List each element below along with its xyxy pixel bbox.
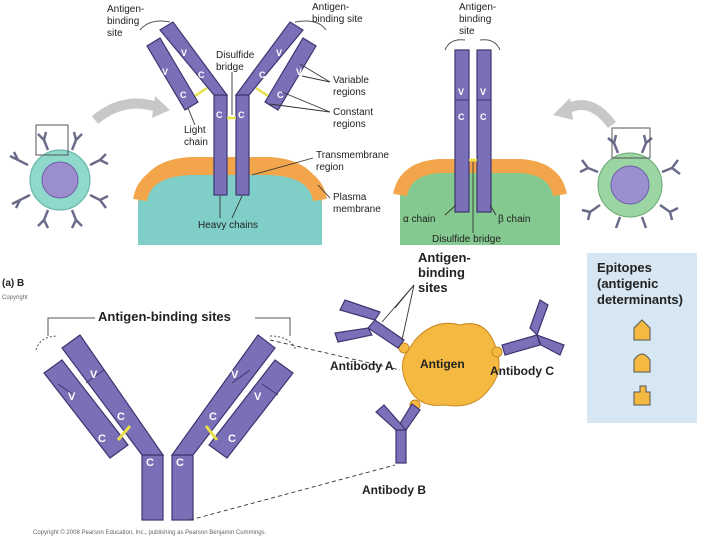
light-chain-left <box>146 37 199 111</box>
heavy-chains-label: Heavy chains <box>198 220 258 231</box>
t-cell-illustration <box>553 98 681 229</box>
beta-chain <box>476 49 492 213</box>
c-label: C <box>238 110 245 120</box>
antigen-antibody-figure: Antigen Antibody A Antibody C Antibody B… <box>330 250 565 497</box>
c-label: C <box>458 112 465 122</box>
antibody-structure-figure: V V C C V V C C C C Antigen-binding site… <box>35 308 401 521</box>
v-label: V <box>480 87 486 97</box>
c-label: C <box>180 90 187 100</box>
c-label: C <box>216 110 223 120</box>
plasma-membrane-label: Plasma membrane <box>333 192 381 215</box>
t-cell-receptor-figure: V V C C Antigen- binding site α chain β … <box>393 2 567 245</box>
c-label: C <box>198 70 205 80</box>
v-label: V <box>68 391 76 403</box>
heavy-chain-arm-right <box>170 334 276 456</box>
alpha-chain-label: α chain <box>403 214 435 225</box>
light-chain-left <box>43 359 129 459</box>
v-label: V <box>181 48 187 58</box>
v-label: V <box>296 67 302 77</box>
v-label: V <box>276 48 282 58</box>
v-label: V <box>231 369 239 381</box>
c-label: C <box>209 411 217 423</box>
antigen-binding-site-label: Antigen- binding site <box>107 4 147 39</box>
b-cell-receptor-figure: V V C C V V C C C C Antigen- binding sit… <box>107 2 392 245</box>
antibody-b <box>375 403 421 464</box>
epitopes-title: Epitopes (antigenic determinants) <box>597 260 683 307</box>
c-label: C <box>259 70 266 80</box>
b-cell-cytoplasm <box>138 165 322 245</box>
variable-regions-label: Variable regions <box>333 75 372 98</box>
alpha-chain <box>454 49 470 213</box>
epitope-shape-rounded <box>633 353 651 373</box>
antigen-binding-site-label-right: Antigen- binding site <box>312 2 363 25</box>
antigen-label: Antigen <box>420 357 465 371</box>
tcr-disulfide-bridge-label: Disulfide bridge <box>432 234 501 245</box>
v-label: V <box>90 369 98 381</box>
antigen-binding-sites-label: Antigen-binding sites <box>98 309 231 324</box>
antibody-c-label: Antibody C <box>490 364 554 378</box>
antibody-b-label: Antibody B <box>362 483 426 497</box>
footer-copyright: Copyright © 2008 Pearson Education, Inc.… <box>33 529 267 536</box>
antigen-binding-sites-label: Antigen- binding sites <box>418 250 474 295</box>
tcr-antigen-binding-site-label: Antigen- binding site <box>459 2 499 37</box>
beta-chain-label: β chain <box>498 214 530 225</box>
figure-caption-fragment: (a) B <box>2 278 24 289</box>
light-chain-right <box>208 359 294 459</box>
v-label: V <box>254 391 262 403</box>
c-label: C <box>98 433 106 445</box>
c-label: C <box>176 457 184 469</box>
transmembrane-region-label: Transmembrane region <box>316 150 392 173</box>
c-label: C <box>228 433 236 445</box>
c-label: C <box>480 112 487 122</box>
heavy-chain-arm-left <box>159 21 229 96</box>
epitopes-panel: Epitopes (antigenic determinants) <box>587 253 697 423</box>
c-label: C <box>146 457 154 469</box>
epitope-shape-stepped <box>633 385 651 406</box>
antibody-a-label: Antibody A <box>330 359 394 373</box>
v-label: V <box>458 87 464 97</box>
heavy-chain-arm-right <box>234 21 304 96</box>
antibody-c <box>501 299 565 356</box>
disulfide-bridge-label: Disulfide bridge <box>216 50 257 73</box>
light-chain-label: Light chain <box>184 125 208 148</box>
heavy-chain-arm-left <box>61 334 165 456</box>
antibody-a <box>334 299 405 349</box>
epitope-shape-pointed <box>633 319 651 341</box>
constant-regions-label: Constant regions <box>333 107 376 130</box>
c-label: C <box>117 411 125 423</box>
light-chain-right <box>264 37 317 111</box>
copyright-fragment: Copyright <box>2 295 28 301</box>
v-label: V <box>162 67 168 77</box>
b-cell-illustration <box>9 96 170 229</box>
c-label: C <box>277 90 284 100</box>
antigen-blob <box>401 322 500 407</box>
